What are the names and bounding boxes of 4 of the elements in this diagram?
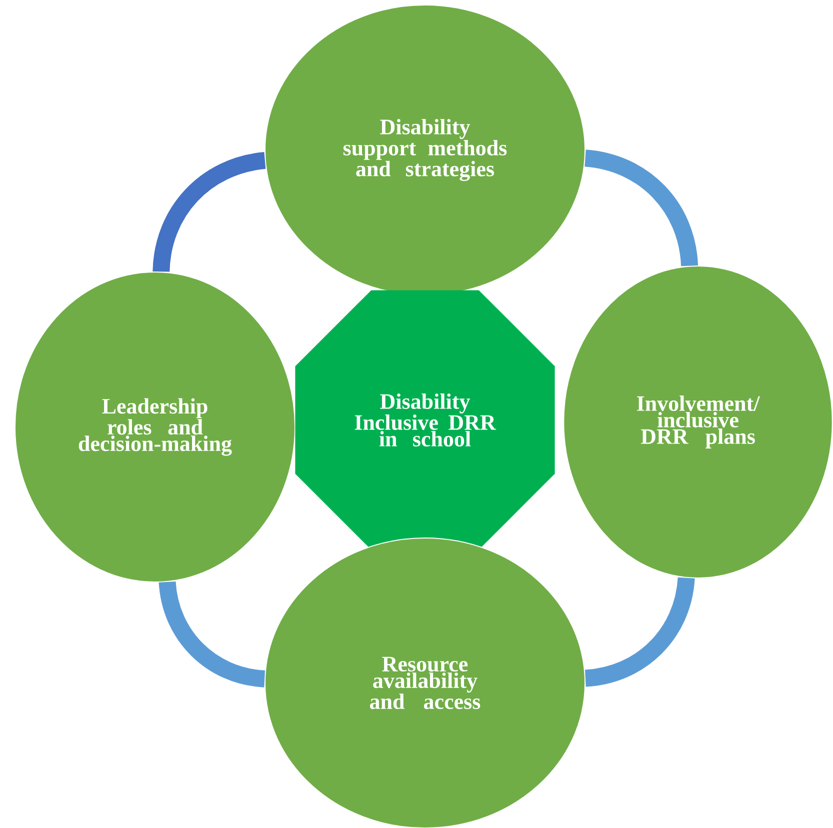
octagon: Disability Inclusive DRR in school: [295, 290, 555, 550]
ring-band: [584, 576, 695, 687]
ring-band: [152, 152, 266, 272]
ring-band: [584, 150, 698, 267]
